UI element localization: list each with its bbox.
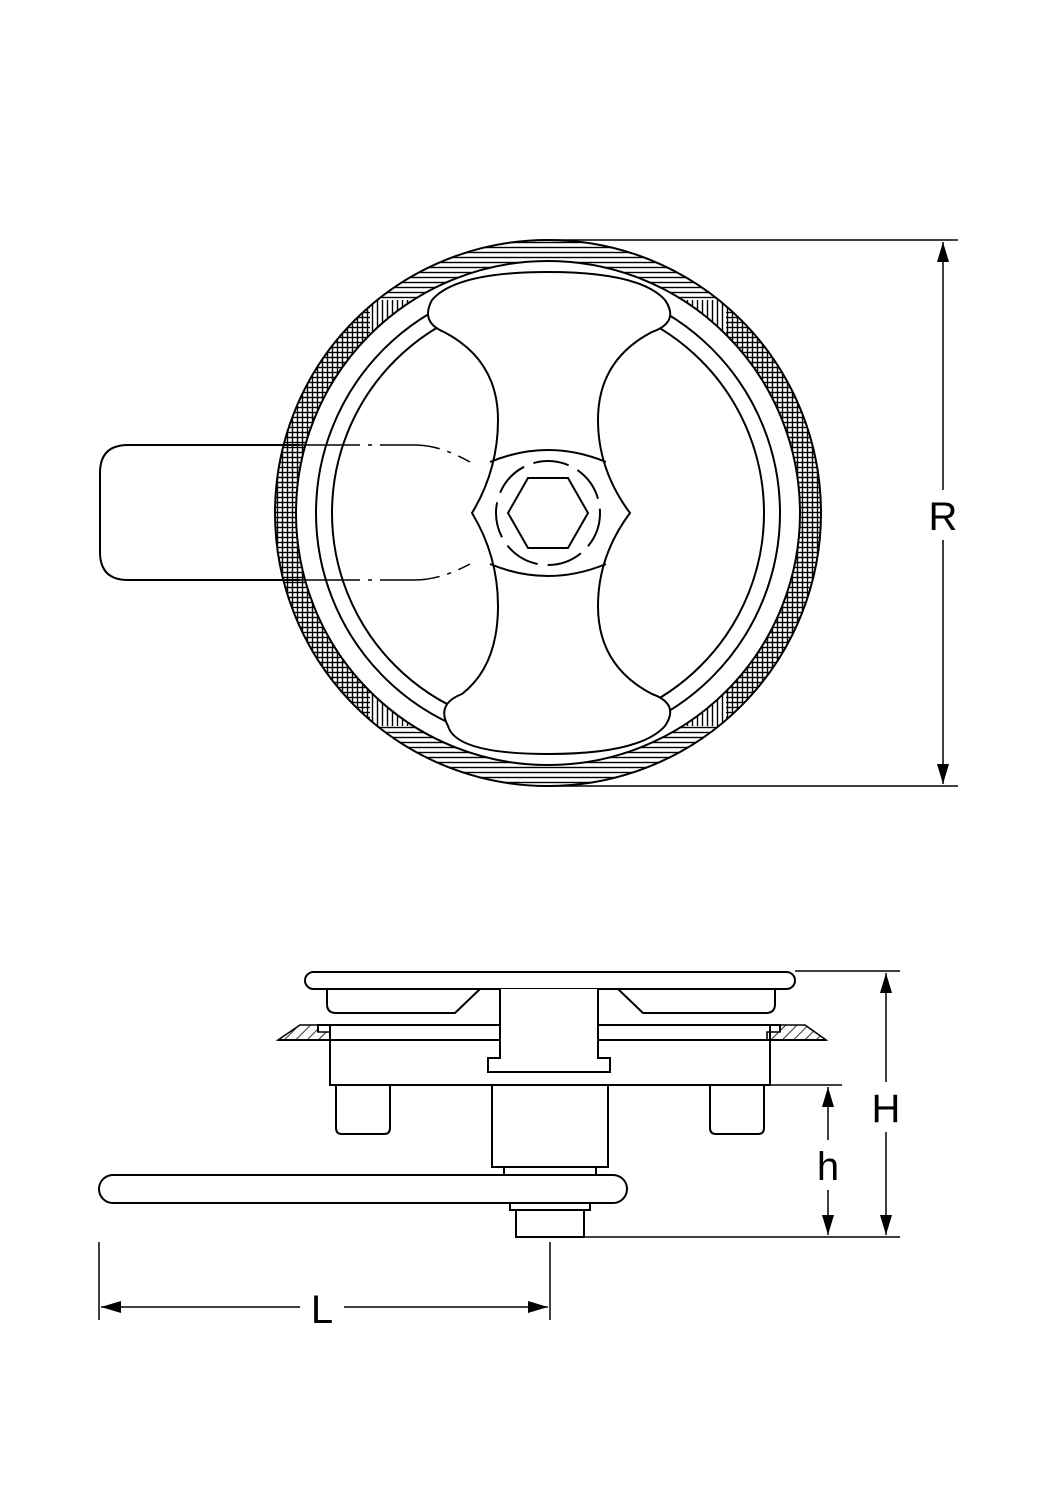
spindle-upper: [487, 989, 611, 1073]
r-arrow-top: [937, 242, 949, 262]
cap-plate: [304, 971, 796, 990]
hex-key-icon: [506, 477, 590, 549]
h-small-arrow-bottom: [822, 1215, 834, 1235]
H-arrow-top: [880, 973, 892, 993]
handle-wing-right: [617, 988, 776, 1014]
flange-hatch-left: [275, 1024, 331, 1041]
r-arrow-bottom: [937, 764, 949, 784]
lock-body: [491, 1084, 609, 1168]
flange-hatch-right: [766, 1024, 829, 1041]
top-view: [99, 235, 958, 795]
L-arrow-right: [528, 1301, 548, 1313]
lever-centerline-bottom: [300, 563, 471, 581]
inner-height-label: h: [817, 1145, 839, 1189]
r-label-bg: [922, 490, 966, 540]
height-label: H: [872, 1087, 901, 1131]
L-arrow-left: [101, 1301, 121, 1313]
housing-foot-left: [335, 1085, 391, 1135]
L-label-bg: [300, 1284, 344, 1332]
radius-label: R: [929, 495, 958, 539]
housing-foot-right: [709, 1085, 765, 1135]
hub-circle: [495, 460, 601, 566]
length-label: L: [311, 1288, 333, 1332]
lock-neck: [503, 1166, 597, 1176]
h-label-bg: [808, 1140, 848, 1190]
inner-ring-1: [295, 260, 801, 766]
nut-body: [515, 1209, 585, 1238]
lever-arm-side: [98, 1174, 628, 1204]
side-view: [98, 970, 900, 1320]
lever-arm-top: [99, 444, 300, 581]
h-small-arrow-top: [822, 1087, 834, 1107]
hub-boss: [489, 449, 607, 577]
handle-wing-left: [326, 988, 481, 1014]
H-label-bg: [864, 1082, 910, 1132]
butterfly-handle: [427, 270, 672, 756]
lever-centerline-top: [300, 444, 471, 463]
H-arrow-bottom: [880, 1215, 892, 1235]
nut: [509, 1203, 591, 1211]
